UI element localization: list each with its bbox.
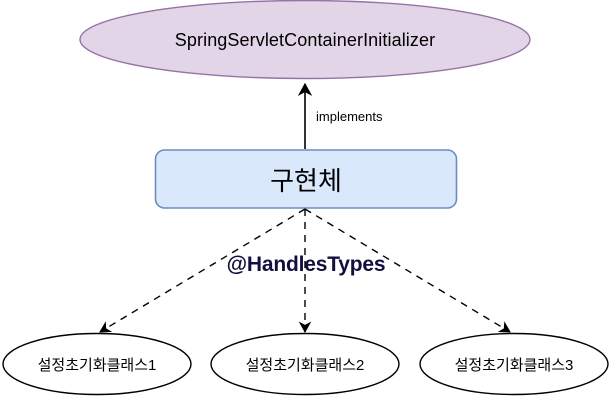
config-node-3-shape[interactable] (419, 332, 609, 396)
implementor-node-shape[interactable] (154, 149, 458, 209)
handles-types-edge-left[interactable] (99, 208, 306, 333)
config-node-1-shape[interactable] (2, 332, 192, 396)
handles-types-edge-right[interactable] (304, 208, 511, 333)
config-node-2-shape[interactable] (210, 332, 400, 396)
interface-node-shape[interactable] (79, 0, 531, 80)
